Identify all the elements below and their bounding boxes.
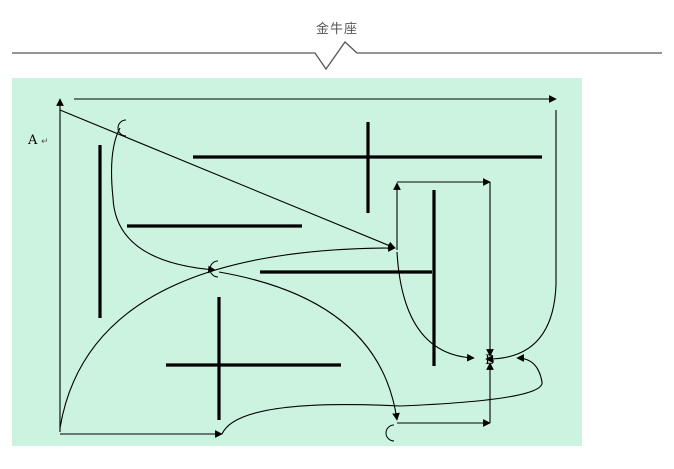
paragraph-mark-icon: ↵ (41, 137, 49, 147)
label-a: A (27, 133, 38, 148)
header-divider (12, 41, 662, 71)
page-title: 金牛座 (315, 22, 358, 37)
arrow-right-curve (485, 110, 557, 363)
arrow-arch (59, 244, 396, 429)
diagram-background (12, 78, 582, 446)
arrow-diagonal (59, 109, 396, 249)
maze-walls (98, 122, 542, 420)
label-b: B (485, 353, 495, 368)
crescent-mark-bottom (385, 424, 395, 442)
arrow-box-curve (396, 251, 475, 362)
crescent-mark-top (117, 119, 127, 137)
arrow-top-loop (111, 127, 216, 274)
arrow-big-curve (218, 271, 400, 421)
crescent-marks (117, 119, 395, 442)
crescent-mark-middle (209, 260, 219, 278)
path-arrows (56, 95, 557, 438)
arrow-bottom-wave (221, 354, 543, 435)
